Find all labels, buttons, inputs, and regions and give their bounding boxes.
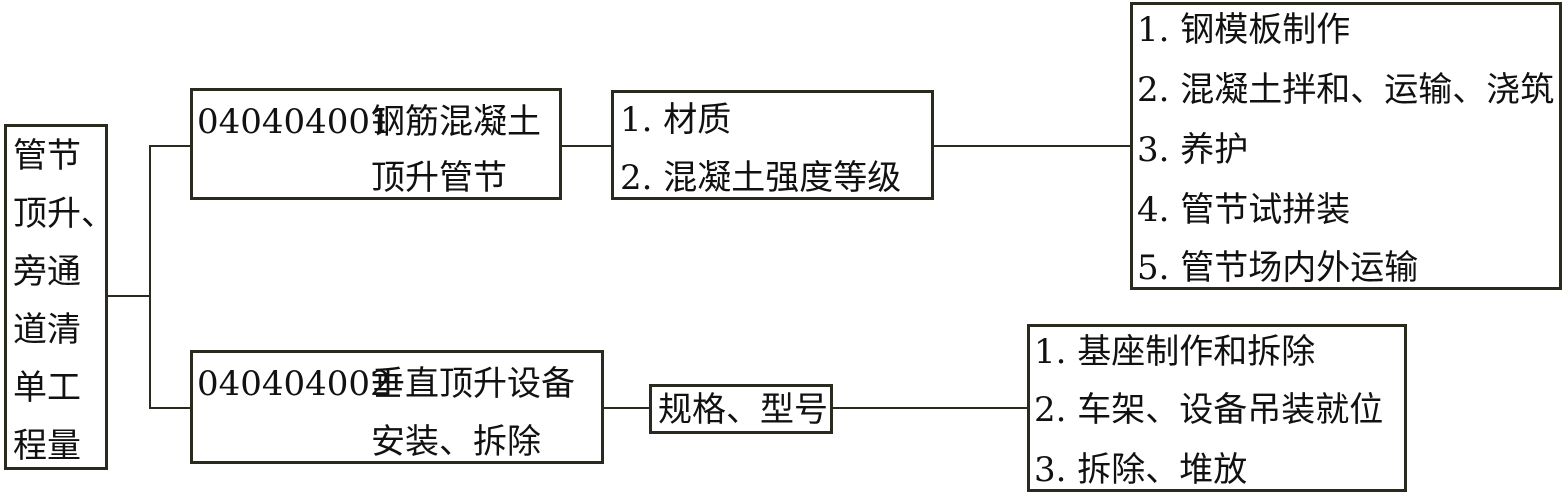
connector-item2-features	[604, 407, 650, 409]
connector-to-item-2	[149, 407, 191, 409]
item-code: 040404001	[197, 102, 392, 142]
work-item: 1. 钢模板制作	[1137, 10, 1351, 50]
connector-item1-features	[562, 145, 612, 147]
features-node-1: 1. 材质 2. 混凝土强度等级	[611, 90, 934, 200]
root-line: 管节	[13, 136, 81, 176]
connector-root-vertical	[149, 145, 151, 408]
work-item: 3. 拆除、堆放	[1034, 450, 1248, 490]
works-node-2: 1. 基座制作和拆除 2. 车架、设备吊装就位 3. 拆除、堆放	[1027, 324, 1407, 492]
work-item: 1. 基座制作和拆除	[1034, 332, 1316, 372]
root-line: 单工	[13, 368, 81, 408]
root-line: 顶升、	[13, 194, 115, 234]
work-item: 2. 混凝土拌和、运输、浇筑	[1137, 70, 1555, 110]
work-item: 3. 养护	[1137, 130, 1249, 170]
item-node-040404002: 040404002 垂直顶升设备 安装、拆除	[190, 350, 604, 464]
item-name-line: 钢筋混凝土	[371, 102, 541, 142]
connector-features1-works	[934, 145, 1131, 147]
item-code: 040404002	[197, 364, 392, 404]
works-node-1: 1. 钢模板制作 2. 混凝土拌和、运输、浇筑 3. 养护 4. 管节试拼装 5…	[1130, 2, 1562, 290]
item-name-line: 垂直顶升设备	[371, 364, 575, 404]
root-line: 旁通	[13, 252, 81, 292]
item-node-040404001: 040404001 钢筋混凝土 顶升管节	[190, 88, 562, 200]
feature-item: 规格、型号	[658, 390, 828, 430]
connector-root-trunk	[108, 295, 150, 297]
work-item: 2. 车架、设备吊装就位	[1034, 390, 1384, 430]
connector-to-item-1	[149, 145, 191, 147]
root-line: 道清	[13, 310, 81, 350]
root-line: 程量	[13, 426, 81, 466]
feature-item: 2. 混凝土强度等级	[620, 158, 902, 198]
work-item: 5. 管节场内外运输	[1137, 248, 1419, 288]
connector-features2-works	[833, 407, 1028, 409]
item-name-line: 安装、拆除	[371, 422, 541, 462]
work-item: 4. 管节试拼装	[1137, 190, 1351, 230]
item-name-line: 顶升管节	[371, 158, 507, 198]
feature-item: 1. 材质	[620, 100, 732, 140]
root-node: 管节 顶升、 旁通 道清 单工 程量	[4, 124, 115, 470]
features-node-2: 规格、型号	[649, 384, 833, 434]
